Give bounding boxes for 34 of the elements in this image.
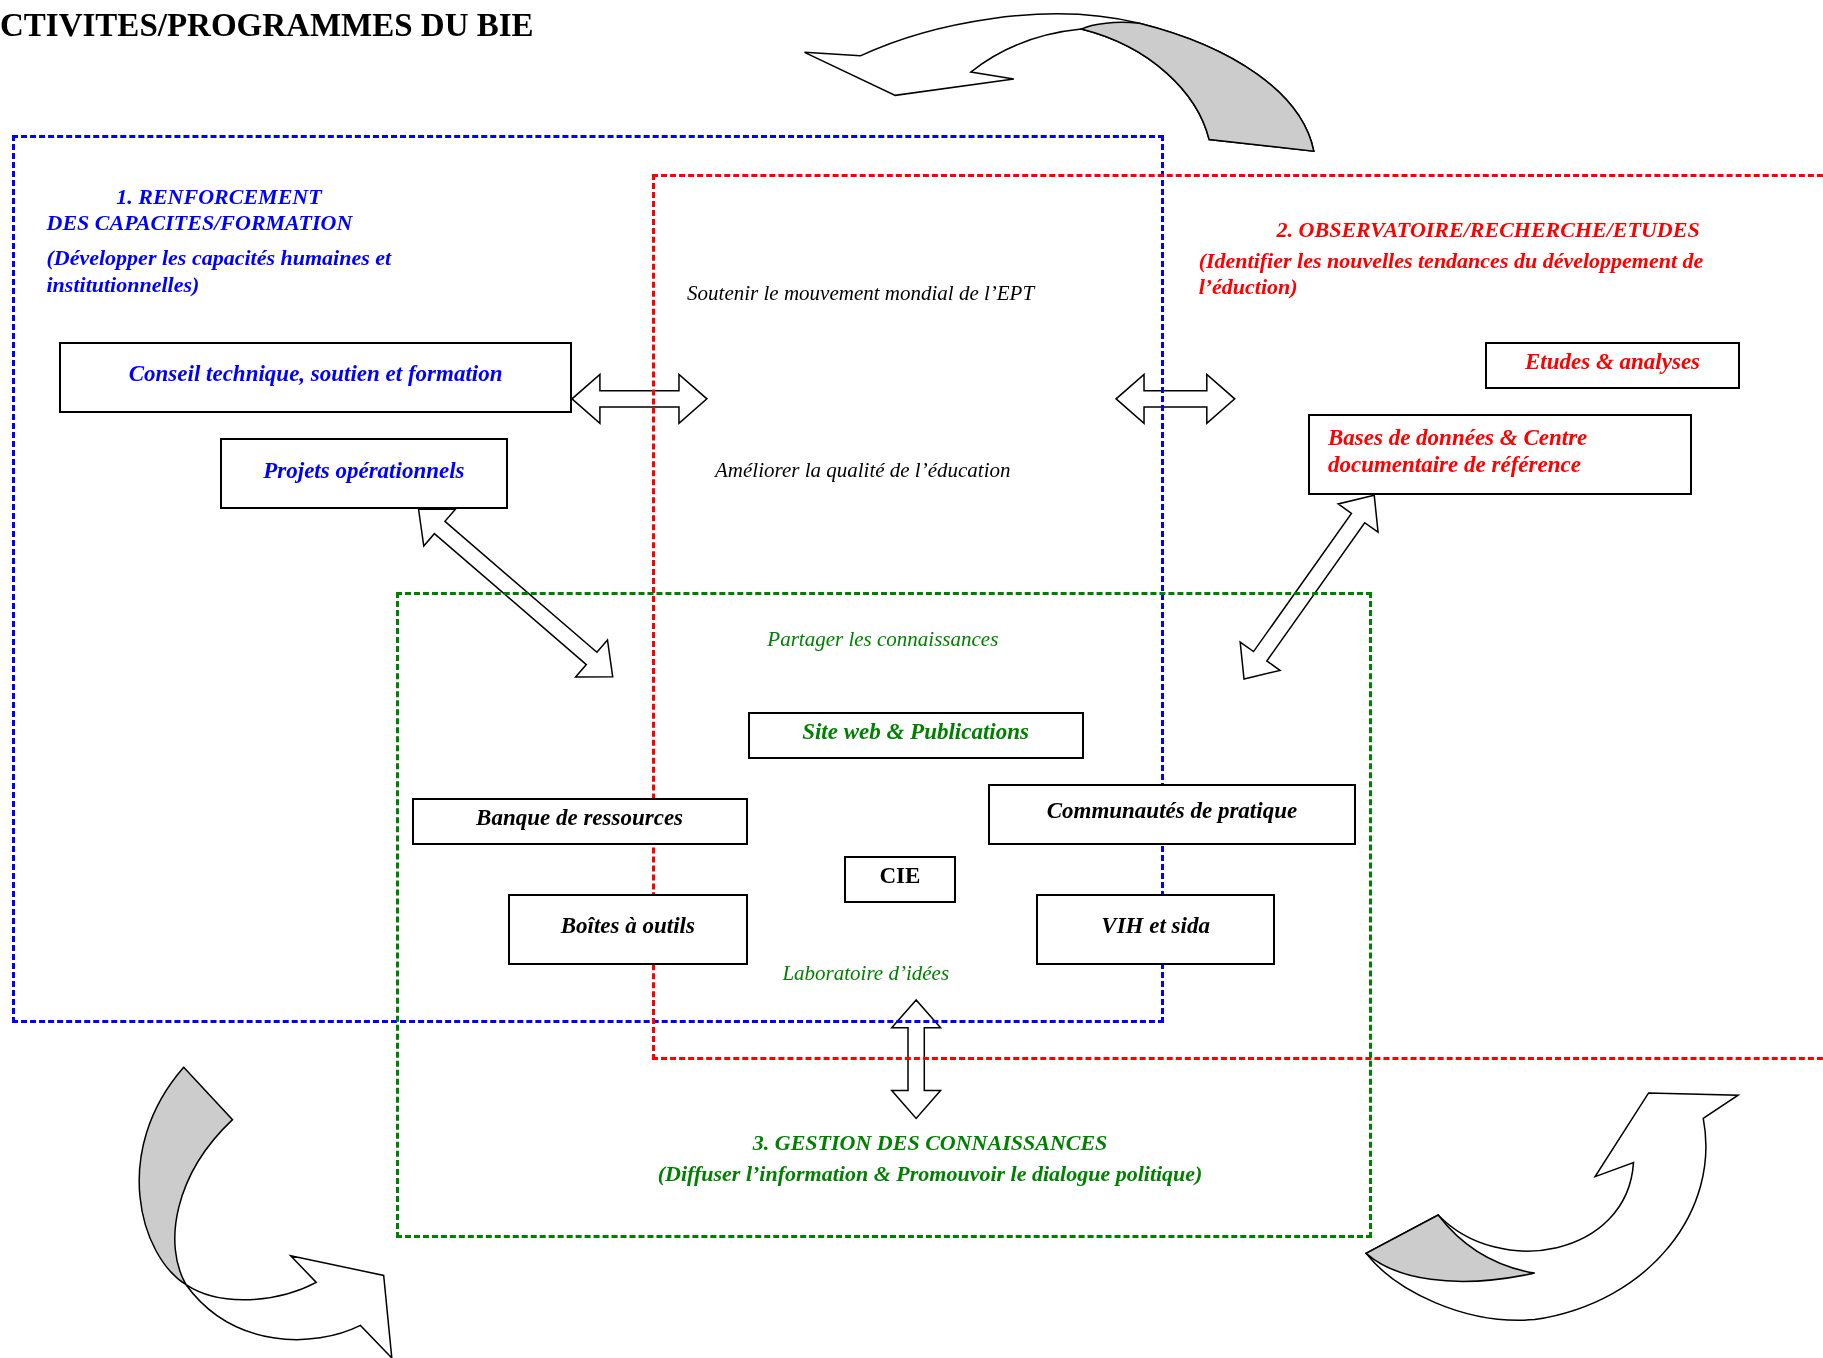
text-box <box>219 438 509 510</box>
page-title: CTIVITES/PROGRAMMES DU BIE <box>0 6 534 44</box>
caption-text: Laboratoire d’idées <box>782 961 950 987</box>
double-arrow <box>417 508 614 678</box>
text-box <box>1035 894 1276 965</box>
caption-text: Soutenir le mouvement mondial de l’EPT <box>687 281 1035 307</box>
text-box <box>411 797 748 846</box>
text-box <box>59 341 572 413</box>
box-label: Boîtes à outils <box>560 913 695 940</box>
text-box <box>844 855 956 904</box>
caption-text: Améliorer la qualité de l’éducation <box>715 458 1011 484</box>
region-heading: 1. RENFORCEMENT DES CAPACITES/FORMATION <box>46 183 354 237</box>
region-description: (Diffuser l’information & Promouvoir le dialogue politique) <box>656 1161 1204 1188</box>
box-label: Site web & Publications <box>802 719 1029 746</box>
region-description: (Identifier les nouvelles tendances du développement de l’éduction) <box>1198 247 1705 301</box>
box-label: Etudes & analyses <box>1525 349 1701 376</box>
box-label: VIH et sida <box>1101 913 1210 940</box>
double-arrow <box>1239 494 1379 680</box>
box-label: CIE <box>879 863 921 890</box>
box-label: Bases de données & Centre documentaire de référence <box>1327 425 1589 478</box>
box-label: Communautés de pratique <box>1046 798 1298 825</box>
caption-text: Partager les connaissances <box>767 626 999 652</box>
region-heading: 2. OBSERVATOIRE/RECHERCHE/ETUDES <box>1275 217 1701 244</box>
text-box <box>508 894 748 965</box>
box-label: Conseil technique, soutien et formation <box>128 361 503 388</box>
text-box <box>747 711 1084 760</box>
text-box <box>1484 341 1741 390</box>
text-box <box>1307 413 1692 496</box>
text-box <box>988 783 1356 846</box>
region-description: (Développer les capacités humaines et institutionnelles) <box>46 245 393 299</box>
region-heading: 3. GESTION DES CONNAISSANCES <box>751 1130 1109 1157</box>
double-arrow <box>570 372 709 425</box>
box-label: Banque de ressources <box>476 805 684 832</box>
box-label: Projets opérationnels <box>263 457 465 484</box>
